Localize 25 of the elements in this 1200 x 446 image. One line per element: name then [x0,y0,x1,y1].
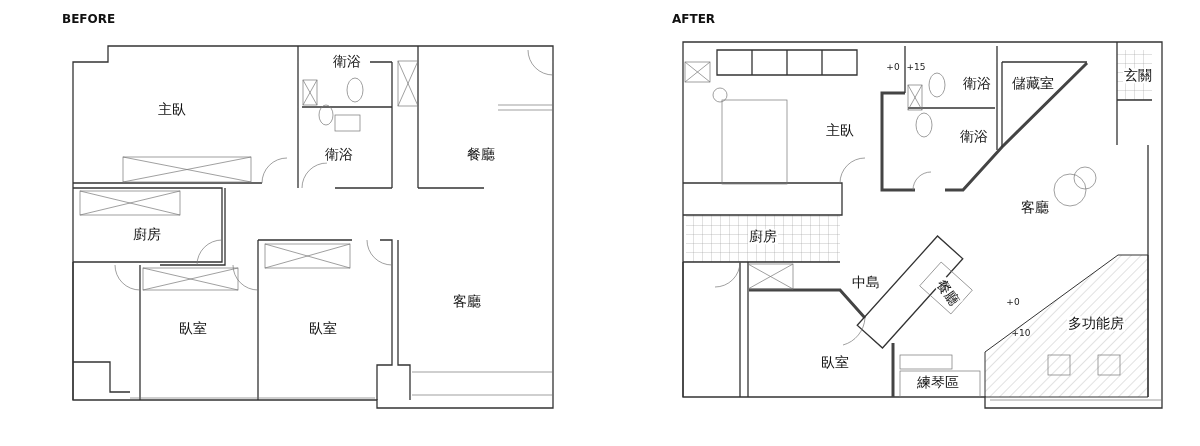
room-label: 客廳 [452,294,482,310]
room-label: 餐廳 [466,147,496,163]
room-label: 衛浴 [959,129,989,145]
room-label: 衛浴 [324,147,354,163]
room-label: 練琴區 [916,375,960,391]
room-label: 多功能房 [1067,316,1125,332]
room-label: 儲藏室 [1011,76,1055,92]
floor-level-mark: +15 [906,62,926,72]
room-label: 中島 [851,275,881,291]
room-label: 主臥 [825,123,855,139]
room-label: 廚房 [748,229,778,245]
room-label: 臥室 [178,321,208,337]
plan-title: BEFORE [62,12,116,26]
room-label: 主臥 [157,102,187,118]
room-label: 玄關 [1123,68,1153,84]
room-label: 衛浴 [962,76,992,92]
room-label: 臥室 [308,321,338,337]
room-label: 臥室 [820,355,850,371]
floor-level-mark: +10 [1011,328,1031,338]
floor-level-mark: +0 [1006,297,1020,307]
room-label: 廚房 [132,227,162,243]
room-label: 衛浴 [332,54,362,70]
floor-level-mark: +0 [886,62,900,72]
plan-title: AFTER [672,12,716,26]
room-label: 客廳 [1020,200,1050,216]
